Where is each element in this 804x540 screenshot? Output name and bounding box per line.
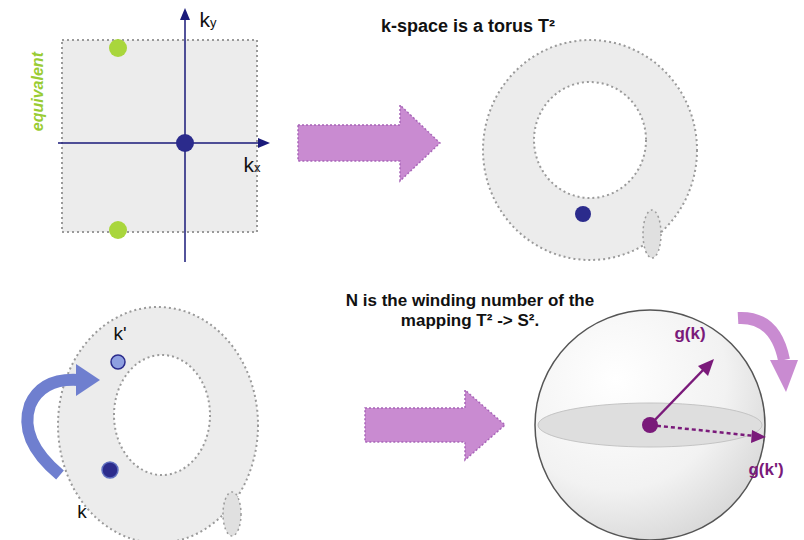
torus-outer: [58, 307, 258, 540]
equivalence-note: equivalent: [28, 52, 47, 131]
motion-arrow: [738, 318, 784, 360]
g-vector: [650, 368, 705, 425]
equivalent-point: [109, 221, 127, 239]
k-point: [102, 462, 118, 478]
kx-axis: [58, 142, 262, 144]
point-label: k': [113, 323, 126, 346]
motion-arrow: [27, 380, 78, 475]
brillouin-zone: [62, 40, 257, 232]
k-prime-point: [111, 355, 125, 369]
sphere: [535, 310, 765, 540]
point-label: k: [77, 501, 87, 524]
map-label: g(k'): [748, 460, 783, 480]
explanation-text: N is the winding number of the mapping T…: [340, 291, 600, 332]
axis-label: ky: [200, 7, 217, 32]
motion-arrowhead: [770, 360, 798, 392]
g-prime-vector-head: [751, 430, 766, 443]
torus-section: [223, 492, 241, 536]
axis-arrowhead: [180, 8, 190, 20]
axis-label: kx: [244, 152, 261, 177]
map-arrow: [298, 105, 440, 181]
map-label: g(k): [674, 324, 705, 344]
map-arrow: [365, 390, 505, 460]
torus-hole: [114, 355, 210, 475]
torus-outer: [483, 40, 697, 260]
axis-arrowhead: [258, 138, 270, 148]
equivalent-point: [109, 39, 127, 57]
figure-title: k-space is a torus T²: [381, 16, 555, 38]
torus-section: [643, 210, 661, 258]
sphere-center: [642, 417, 658, 433]
k-point: [575, 206, 591, 222]
k-point: [176, 134, 194, 152]
sphere-equator: [538, 403, 762, 447]
g-prime-vector: [650, 425, 755, 436]
g-vector-head: [698, 359, 714, 376]
torus-hole: [534, 82, 646, 198]
motion-arrowhead: [76, 364, 100, 396]
